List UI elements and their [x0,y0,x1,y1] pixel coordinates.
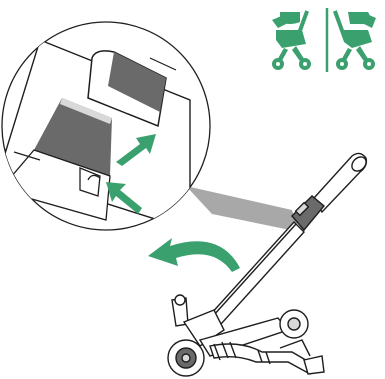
press-arrow-lower [106,182,142,214]
release-collar-face [60,98,112,124]
detail-magnifier [1,21,211,231]
fold-direction-arrow [148,238,240,272]
joint-ribs [213,341,271,365]
front-leg [209,343,318,375]
stroller-parent-facing-icon [272,10,311,70]
handle-lock-collar [291,195,325,232]
callout-pointer [186,186,300,232]
stroller-forward-facing-icon [332,10,376,70]
press-arrow-upper [116,134,156,166]
small-caster [303,355,325,375]
stroller-frame [167,152,368,377]
hinge-block [182,309,225,347]
stroller-mode-icons [272,8,376,72]
cap-dark-band [108,52,166,112]
